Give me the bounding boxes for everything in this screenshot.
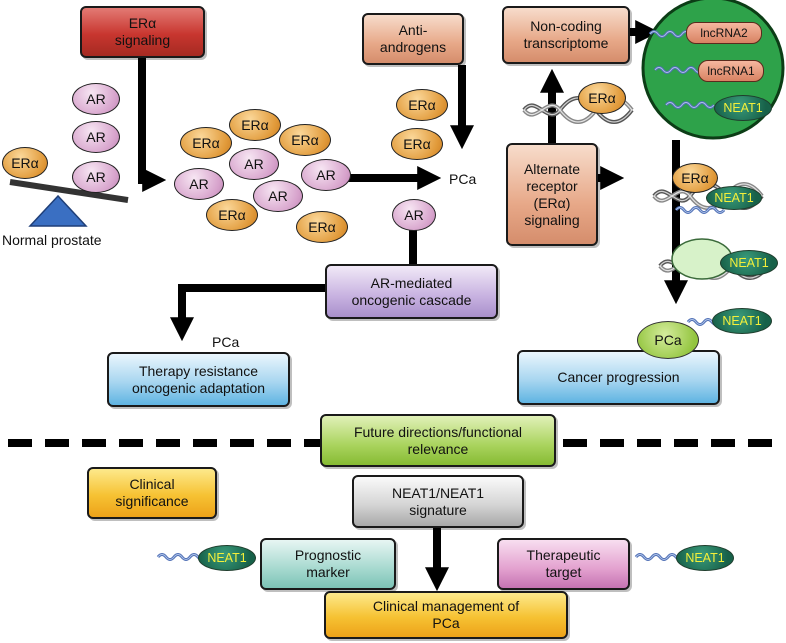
ar-molecule: AR [253,180,303,212]
neat1-molecule: NEAT1 [706,186,762,210]
ar-molecule: AR [72,121,120,153]
neat1-molecule: NEAT1 [676,545,734,571]
therapeutic-target-box: Therapeutic target [497,538,630,590]
er-alpha-molecule: ERα [180,127,232,159]
ar-molecule: AR [174,168,224,200]
er-alpha-molecule: ERα [2,147,48,179]
era-signaling-box: ERα signaling [80,6,205,58]
er-alpha-molecule: ERα [296,211,348,243]
er-alpha-molecule: ERα [229,109,281,141]
ar-molecule: AR [72,83,120,115]
pca-cell: PCa [637,321,699,359]
ar-cascade-box: AR-mediated oncogenic cascade [325,264,498,319]
neat1-molecule: NEAT1 [714,95,772,121]
pca-label: PCa [212,334,240,350]
er-alpha-molecule: ERα [672,163,718,193]
er-alpha-molecule: ERα [279,124,331,156]
alternate-receptor-box: Alternate receptor (ERα) signaling [506,143,598,246]
balance-scale-icon [9,179,129,227]
therapy-resistance-box: Therapy resistance oncogenic adaptation [107,352,290,407]
prognostic-marker-box: Prognostic marker [260,538,396,590]
ar-molecule: AR [72,161,120,193]
rna-strand-icon [674,206,726,214]
cancer-progression-box: Cancer progression [517,350,720,405]
neat1-signature-box: NEAT1/NEAT1 signature [352,475,524,528]
er-alpha-molecule: ERα [396,89,448,121]
neat1-molecule: NEAT1 [198,545,256,571]
future-directions-box: Future directions/functional relevance [320,414,556,467]
er-alpha-molecule: ERα [391,128,443,160]
anti-androgens-box: Anti- androgens [362,13,464,65]
clinical-significance-box: Clinical significance [87,467,217,519]
lncrna2-molecule: lncRNA2 [686,22,762,44]
clinical-management-box: Clinical management of PCa [324,591,568,639]
normal-prostate-label: Normal prostate [2,232,102,248]
er-alpha-molecule: ERα [206,199,258,231]
ar-molecule: AR [392,199,436,231]
neat1-molecule: NEAT1 [712,308,772,334]
er-alpha-molecule: ERα [578,82,626,114]
lncrna1-molecule: lncRNA1 [698,60,764,82]
ar-molecule: AR [301,159,351,191]
pca-label: PCa [449,171,477,187]
non-coding-transcriptome-box: Non-coding transcriptome [502,6,630,64]
ar-molecule: AR [229,148,279,180]
neat1-molecule: NEAT1 [720,250,778,276]
